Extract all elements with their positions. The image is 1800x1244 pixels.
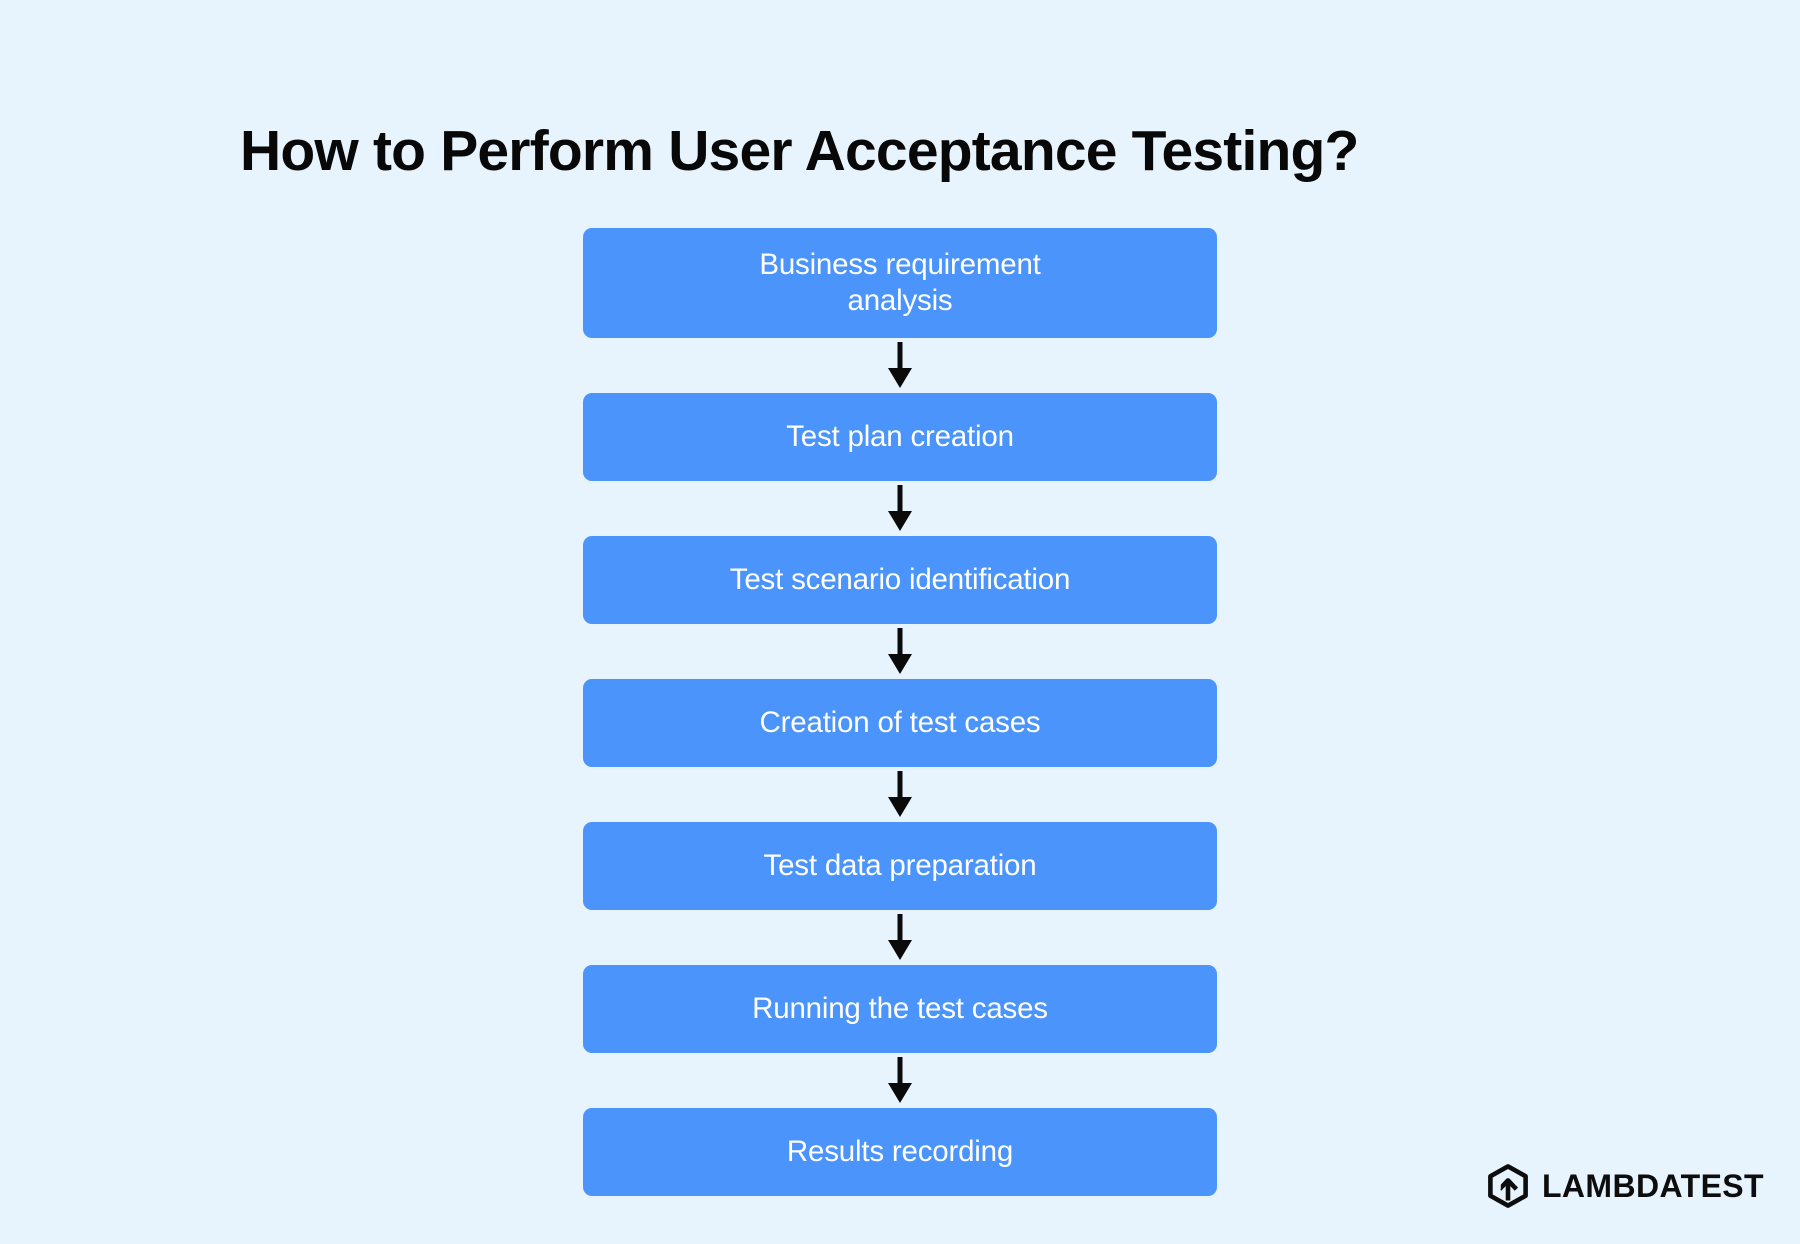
flow-arrow-3 <box>583 624 1217 679</box>
flow-step-running-the-test-cases[interactable]: Running the test cases <box>583 965 1217 1053</box>
page-title: How to Perform User Acceptance Testing? <box>240 119 1359 184</box>
flow-step-label: Test data preparation <box>763 849 1037 882</box>
flow-arrow-4 <box>583 767 1217 822</box>
flow-step-label: Test plan creation <box>786 420 1014 453</box>
flow-step-label: Creation of test cases <box>759 706 1041 739</box>
flow-step-label: Business requirement analysis <box>759 248 1041 317</box>
lambdatest-hexagon-arrow-icon <box>1487 1164 1529 1208</box>
flow-arrow-5 <box>583 910 1217 965</box>
uat-process-flowchart: Business requirement analysis Test plan … <box>583 228 1217 1196</box>
flow-step-label: Results recording <box>786 1135 1014 1168</box>
flow-arrow-1 <box>583 338 1217 393</box>
flow-step-test-scenario-identification[interactable]: Test scenario identification <box>583 536 1217 624</box>
flow-step-test-data-preparation[interactable]: Test data preparation <box>583 822 1217 910</box>
flow-step-business-requirement-analysis[interactable]: Business requirement analysis <box>583 228 1217 338</box>
flow-step-label: Test scenario identification <box>729 563 1071 596</box>
lambdatest-logo: LAMBDATEST <box>1487 1164 1764 1208</box>
flow-step-label: Running the test cases <box>752 992 1048 1025</box>
flow-step-creation-of-test-cases[interactable]: Creation of test cases <box>583 679 1217 767</box>
lambdatest-wordmark: LAMBDATEST <box>1541 1168 1764 1204</box>
flow-arrow-2 <box>583 481 1217 536</box>
flow-step-test-plan-creation[interactable]: Test plan creation <box>583 393 1217 481</box>
flow-arrow-6 <box>583 1053 1217 1108</box>
flow-step-results-recording[interactable]: Results recording <box>583 1108 1217 1196</box>
